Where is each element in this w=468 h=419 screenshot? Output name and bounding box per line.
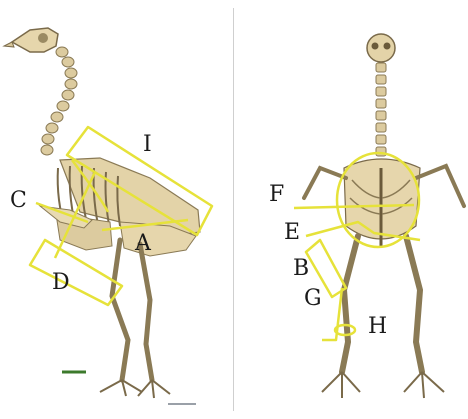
legs-frontal [342, 236, 422, 372]
label-a: A [135, 233, 151, 255]
region-d-outline [30, 240, 122, 305]
label-f: F [269, 184, 284, 206]
frontal-skeleton-illustration [234, 0, 468, 419]
label-c: C [10, 190, 27, 212]
label-e: E [284, 222, 300, 244]
spine-frontal [376, 63, 386, 156]
neck-vertebrae-lateral [41, 47, 77, 155]
label-i: I [143, 134, 152, 156]
label-d: D [52, 272, 70, 294]
skull-lateral [4, 28, 58, 52]
lateral-skeleton-illustration [0, 0, 234, 419]
label-h: H [368, 316, 387, 338]
label-b: B [293, 258, 309, 280]
feet-frontal [322, 372, 444, 398]
label-g: G [304, 288, 322, 310]
skull-frontal [367, 34, 395, 62]
frontal-skeleton-panel: F E B G H [234, 0, 468, 419]
lateral-skeleton-panel: I C A D [0, 0, 234, 419]
legs-lateral [112, 240, 152, 380]
feet-lateral [100, 380, 170, 398]
